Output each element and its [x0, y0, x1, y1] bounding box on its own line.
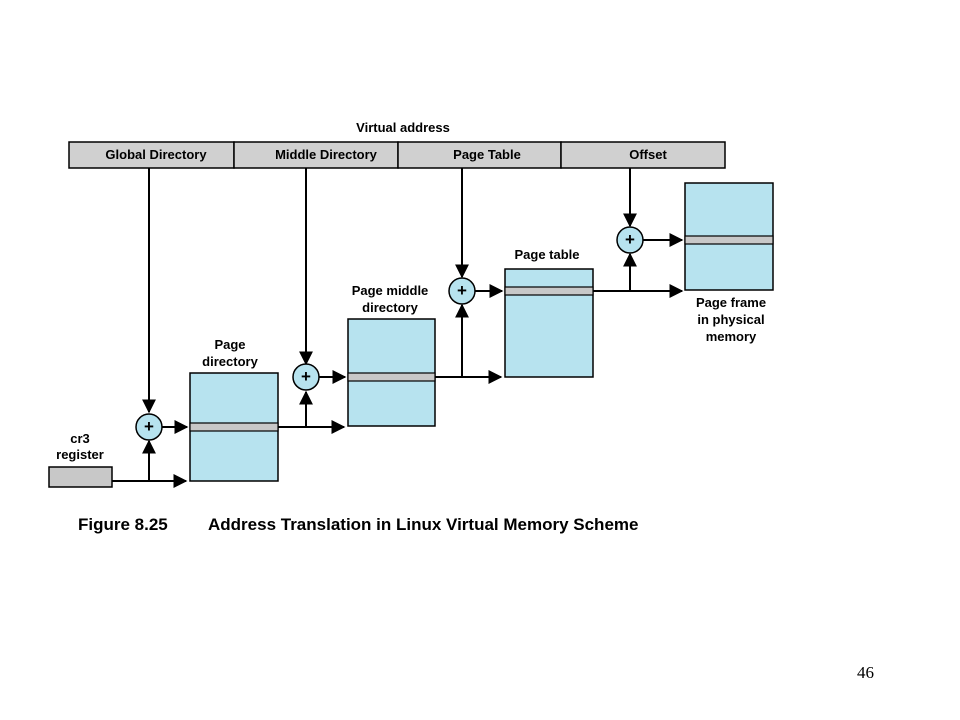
offset-field [560, 141, 726, 169]
page-middle-directory-entry [347, 372, 436, 382]
adder-2: + [292, 363, 320, 391]
page-directory-entry [189, 422, 279, 432]
middle-directory-label: Middle Directory [275, 147, 378, 162]
page-table-entry [504, 286, 594, 296]
virtual-address-bar: Global Directory Middle Directory Page T… [68, 141, 726, 169]
cr3-register [48, 466, 113, 488]
plus-icon: + [625, 230, 635, 249]
page-frame-label-2: in physical [697, 312, 764, 327]
page-frame-label-3: memory [706, 329, 757, 344]
page-frame-label-1: Page frame [696, 295, 766, 310]
global-directory-label: Global Directory [105, 147, 207, 162]
global-directory-field [68, 141, 235, 169]
adder-1: + [135, 413, 163, 441]
middle-directory-field [233, 141, 399, 169]
plus-icon: + [457, 281, 467, 300]
page-directory-label-2: directory [202, 354, 258, 369]
page-middle-directory-label-1: Page middle [352, 283, 429, 298]
page-middle-directory-label-2: directory [362, 300, 418, 315]
page-frame-entry [684, 235, 774, 245]
plus-icon: + [144, 417, 154, 436]
page-table-label: Page table [514, 247, 579, 262]
plus-icon: + [301, 367, 311, 386]
adder-4: + [616, 226, 644, 254]
adder-3: + [448, 277, 476, 305]
page-table-table [504, 268, 594, 378]
page-table-field-label: Page Table [453, 147, 521, 162]
figure-number: Figure 8.25 [78, 515, 168, 534]
virtual-address-title: Virtual address [356, 120, 450, 135]
page-directory-label-1: Page [214, 337, 245, 352]
page-table-field [397, 141, 562, 169]
cr3-label: cr3 [70, 431, 90, 446]
figure-title: Address Translation in Linux Virtual Mem… [208, 515, 638, 534]
offset-label: Offset [629, 147, 667, 162]
register-label: register [56, 447, 104, 462]
page-number: 46 [857, 663, 874, 682]
